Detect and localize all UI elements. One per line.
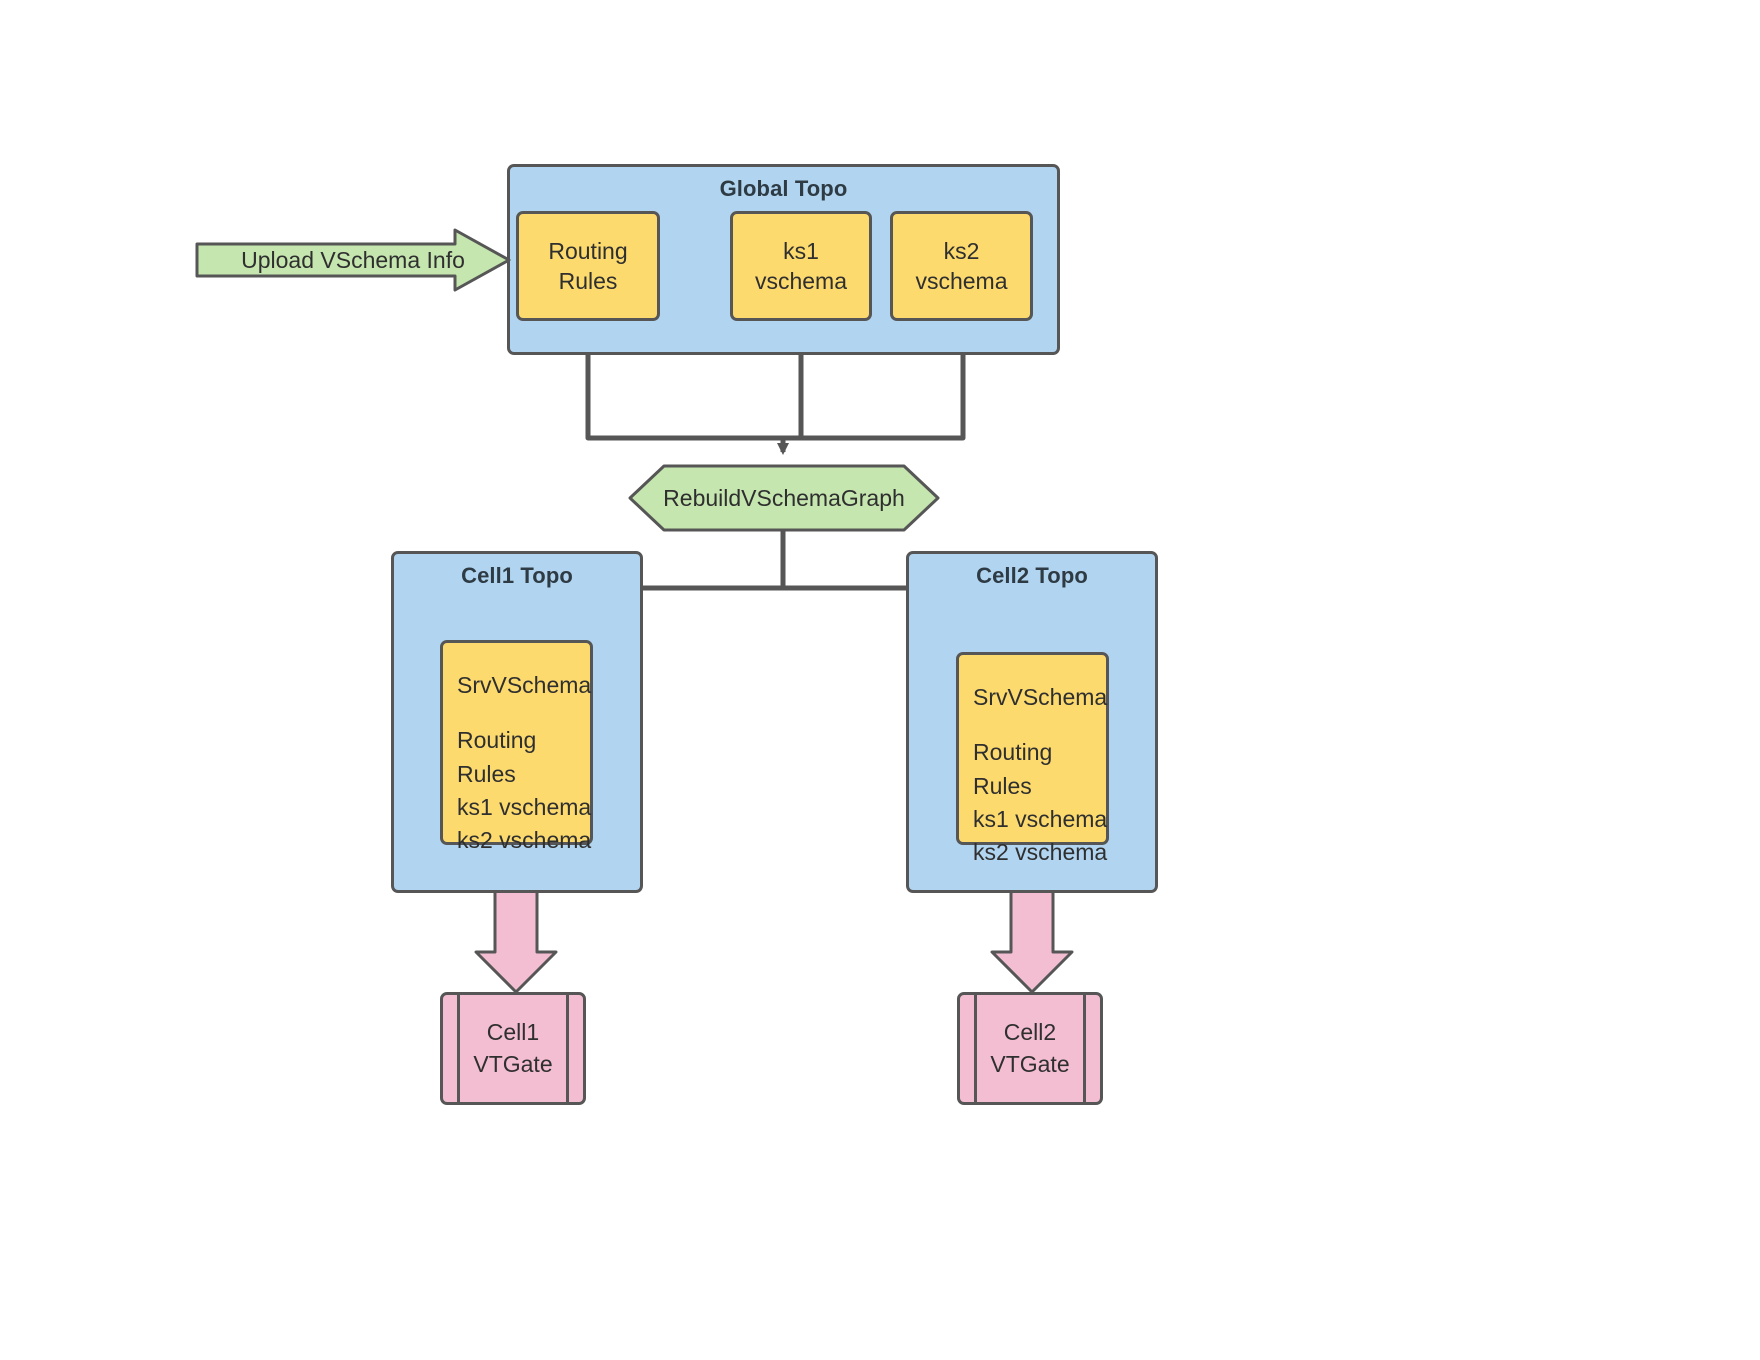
node-ks2-vschema[interactable]: ks2 vschema	[890, 211, 1033, 321]
node-ks1-vschema-label: ks1 vschema	[754, 237, 848, 294]
node-ks2-vschema-label: ks2 vschema	[915, 237, 1008, 294]
spacer	[973, 714, 1107, 736]
cell2-srvvschema-text: SrvVSchema Routing Rules ks1 vschema ks2…	[973, 681, 1107, 870]
cell2-vtgate-label: Cell2 VTGate	[990, 1019, 1070, 1077]
cell2-srvvschema-item-2: ks2 vschema	[973, 839, 1108, 866]
cell2-srvvschema-item-0: Routing Rules	[973, 739, 1053, 799]
cell1-srvvschema-text: SrvVSchema Routing Rules ks1 vschema ks2…	[457, 669, 591, 858]
cell1-vtgate-node[interactable]: Cell1 VTGate	[440, 992, 586, 1105]
rebuild-vschema-graph-process[interactable]: RebuildVSchemaGraph	[628, 464, 940, 532]
spacer	[457, 702, 591, 724]
cell1-srvvschema-item-2: ks2 vschema	[457, 827, 592, 854]
cell1-srvvschema-item-1: ks1 vschema	[457, 794, 592, 821]
cell2-srvvschema-node[interactable]: SrvVSchema Routing Rules ks1 vschema ks2…	[956, 652, 1109, 865]
cell1-srvvschema-item-0: Routing Rules	[457, 727, 537, 787]
node-routing-rules-label: Routing Rules	[548, 237, 628, 294]
cell2-srvvschema-item-1: ks1 vschema	[973, 806, 1108, 833]
node-routing-rules[interactable]: Routing Rules	[516, 211, 660, 321]
cell1-srvvschema-node[interactable]: SrvVSchema Routing Rules ks1 vschema ks2…	[440, 640, 593, 853]
cell2-vtgate-node[interactable]: Cell2 VTGate	[957, 992, 1103, 1105]
global-topo-title: Global Topo	[719, 176, 848, 201]
cell1-vtgate-label: Cell1 VTGate	[473, 1019, 553, 1077]
cell1-topo-title: Cell1 Topo	[461, 563, 573, 588]
cell1-srvvschema-heading: SrvVSchema	[457, 672, 592, 698]
cell2-topo-title: Cell2 Topo	[976, 563, 1088, 588]
cell2-srvvschema-heading: SrvVSchema	[973, 684, 1108, 710]
upload-vschema-arrow[interactable]: Upload VSchema Info	[195, 228, 511, 292]
node-ks1-vschema[interactable]: ks1 vschema	[730, 211, 872, 321]
